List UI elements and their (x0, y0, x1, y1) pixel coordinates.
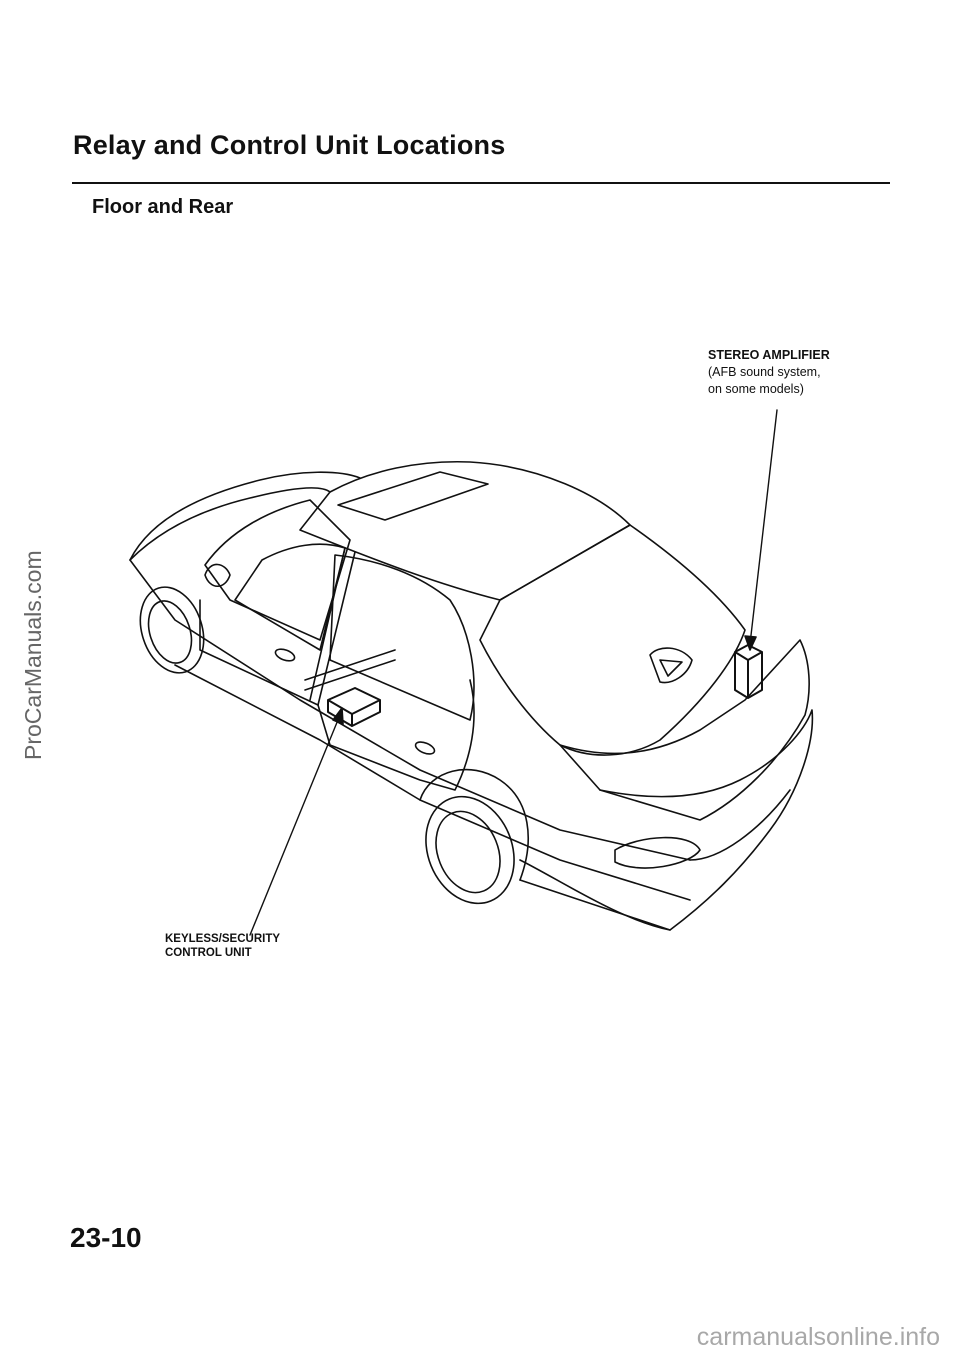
stereo-amplifier-label-line2: (AFB sound system, (708, 365, 821, 379)
keyless-control-unit-label: KEYLESS/SECURITY CONTROL UNIT (165, 932, 280, 960)
car-taillight (614, 836, 701, 869)
keyless-unit-arrow (332, 707, 344, 725)
car-b-pillar (309, 547, 356, 706)
car-windshield (204, 499, 351, 641)
side-watermark: ProCarManuals.com (20, 550, 46, 760)
car-hood (129, 471, 361, 561)
car-rear-emblem (649, 647, 693, 684)
car-front-door (199, 599, 319, 706)
stereo-amplifier-label-line3: on some models) (708, 382, 804, 396)
stereo-amplifier-box (734, 644, 763, 699)
page-number: 23-10 (70, 1222, 142, 1253)
car-rear-door (317, 679, 475, 791)
footer-watermark: carmanualsonline.info (696, 1323, 940, 1351)
car-rear-door-window (329, 554, 475, 721)
car-rear-bumper (519, 709, 814, 931)
page-title: Relay and Control Unit Locations (73, 130, 506, 160)
car-roof (299, 460, 631, 601)
keyless-unit-leader (249, 714, 341, 936)
section-title: Floor and Rear (92, 196, 234, 218)
keyless-label-line2: CONTROL UNIT (165, 947, 252, 959)
car-front-door-window (234, 543, 346, 651)
stereo-amplifier-label-line1: STEREO AMPLIFIER (708, 348, 830, 362)
car-sunroof (337, 471, 489, 521)
car-rear-door-handle (414, 741, 436, 755)
car-trunk (559, 639, 810, 821)
stereo-amplifier-arrow (744, 635, 757, 651)
stereo-amplifier-leader (749, 409, 778, 645)
car-rear-window (479, 524, 746, 756)
title-divider (72, 182, 890, 184)
car-front-wheel (139, 586, 205, 674)
keyless-label-line1: KEYLESS/SECURITY (165, 933, 281, 945)
car-front-door-handle (274, 648, 296, 662)
car-rocker (174, 664, 691, 901)
car-body-side (129, 486, 691, 861)
car-rear-wheel (425, 795, 515, 905)
stereo-amplifier-label: STEREO AMPLIFIER (AFB sound system, on s… (708, 347, 830, 398)
car-side-mirror (204, 563, 231, 588)
